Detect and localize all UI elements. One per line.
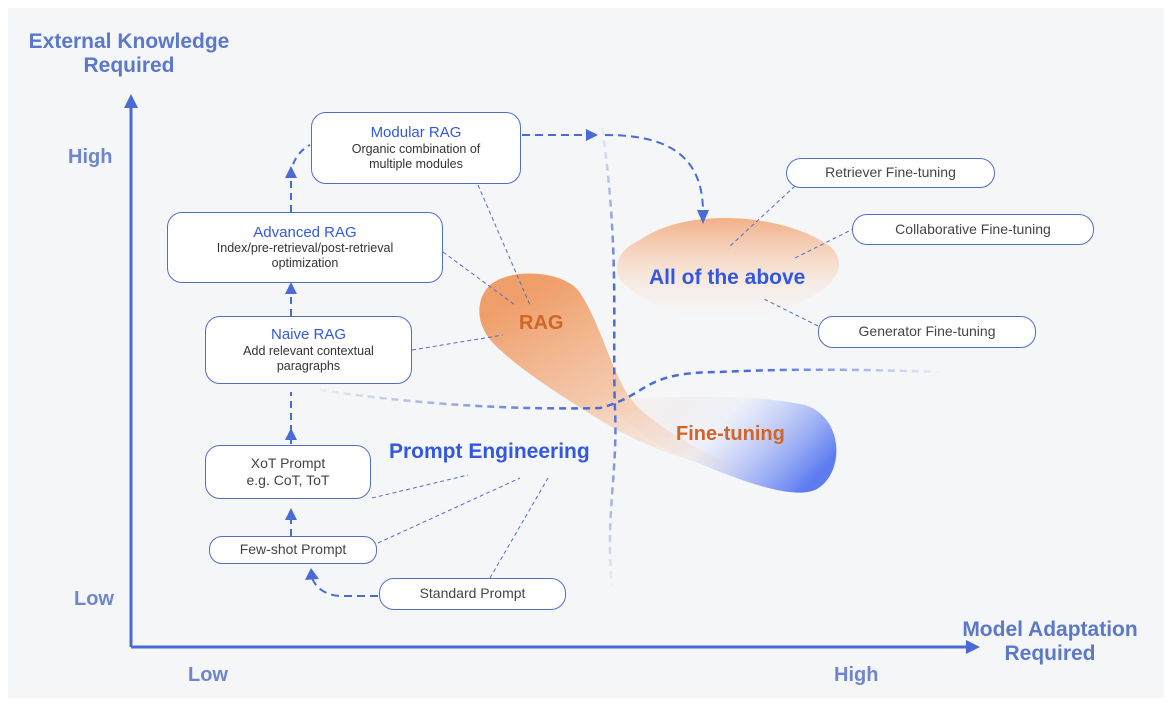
naive-rag-title: Naive RAG <box>270 326 347 344</box>
arrow-advanced-to-modular <box>290 144 311 212</box>
generator-finetuning-box: Generator Fine-tuning <box>818 316 1036 348</box>
rag-zone-label: RAG <box>519 312 564 334</box>
y-axis-tick-low: Low <box>74 588 114 610</box>
all-of-the-above-region <box>617 218 840 322</box>
xot-prompt-label: XoT Prompt e.g. CoT, ToT <box>246 454 330 489</box>
modular-rag-box: Modular RAG Organic combination of multi… <box>311 112 521 184</box>
arrow-standard-to-fewshot <box>311 577 378 597</box>
arrow-head-icon <box>285 428 297 440</box>
standard-prompt-label: Standard Prompt <box>419 585 526 602</box>
fewshot-prompt-label: Few-shot Prompt <box>239 541 347 558</box>
connector-fewshot-prompt <box>377 477 521 544</box>
modular-rag-desc: Organic combination of multiple modules <box>351 141 481 171</box>
standard-prompt-box: Standard Prompt <box>379 578 566 610</box>
arrow-head-icon <box>586 129 598 141</box>
y-axis-title: External Knowledge Required <box>28 30 230 78</box>
arrow-head-icon <box>697 210 709 224</box>
modular-rag-title: Modular RAG <box>370 124 462 142</box>
naive-rag-box: Naive RAG Add relevant contextual paragr… <box>205 316 412 384</box>
advanced-rag-box: Advanced RAG Index/pre-retrieval/post-re… <box>167 212 443 283</box>
prompt-engineering-label: Prompt Engineering <box>389 440 590 463</box>
collaborative-finetuning-label: Collaborative Fine-tuning <box>895 220 1051 237</box>
naive-rag-desc: Add relevant contextual paragraphs <box>243 343 374 373</box>
y-axis-arrow-icon <box>124 94 138 108</box>
arrow-head-icon <box>285 508 297 520</box>
advanced-rag-title: Advanced RAG <box>253 223 357 241</box>
retriever-finetuning-label: Retriever Fine-tuning <box>825 164 956 181</box>
retriever-finetuning-box: Retriever Fine-tuning <box>786 158 995 188</box>
collaborative-finetuning-box: Collaborative Fine-tuning <box>852 214 1094 245</box>
connector-standard-prompt <box>489 477 549 579</box>
rag-region <box>479 273 740 470</box>
fewshot-prompt-box: Few-shot Prompt <box>209 536 377 564</box>
x-axis-tick-low: Low <box>188 664 228 686</box>
arrow-head-icon <box>285 166 297 178</box>
x-axis-tick-high: High <box>834 664 879 686</box>
advanced-rag-desc: Index/pre-retrieval/post-retrieval optim… <box>216 241 394 271</box>
fine-tuning-zone-label: Fine-tuning <box>676 423 785 445</box>
fine-tuning-region <box>610 396 837 493</box>
all-of-the-above-label: All of the above <box>649 266 806 289</box>
arrow-head-icon <box>285 282 297 294</box>
connector-advanced-rag <box>442 251 516 306</box>
y-axis-tick-high: High <box>68 146 113 168</box>
connector-xot-prompt <box>371 474 469 499</box>
connector-naive-rag <box>411 334 504 351</box>
x-axis-arrow-icon <box>966 640 980 654</box>
arrow-head-icon <box>305 568 319 580</box>
generator-finetuning-label: Generator Fine-tuning <box>858 323 996 340</box>
connector-retriever-ft <box>727 185 796 249</box>
xot-prompt-box: XoT Prompt e.g. CoT, ToT <box>205 445 371 499</box>
x-axis-title: Model Adaptation Required <box>962 618 1138 666</box>
divider-horizontal <box>319 368 941 410</box>
arrow-modular-to-all-curve <box>604 134 704 211</box>
connector-generator-ft <box>761 297 819 327</box>
connector-modular-rag <box>477 184 531 306</box>
